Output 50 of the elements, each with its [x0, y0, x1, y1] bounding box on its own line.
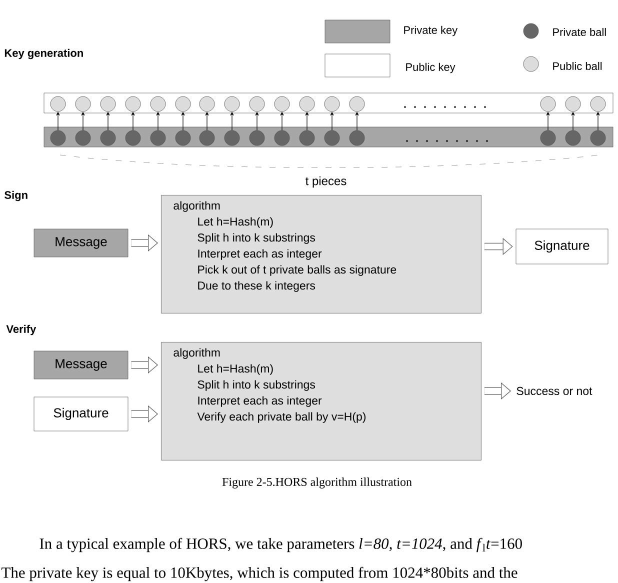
section-heading: Sign	[4, 190, 28, 202]
ball	[100, 130, 116, 146]
ball	[249, 130, 265, 146]
legend-text: Public ball	[553, 62, 602, 70]
ball	[349, 96, 365, 112]
legend-text: Private ball	[553, 28, 606, 36]
ball	[125, 130, 141, 146]
ball	[540, 96, 556, 112]
ball	[349, 130, 365, 146]
body-text: The private key is equal to 10Kbytes, which is computed from 1024*80bits and the	[2, 566, 518, 582]
ball	[565, 96, 581, 112]
algorithm-box: algorithm Let h=Hash(m) Split h into k substrings Interpret each as integer Verify each private ball by v=H(p)	[161, 342, 482, 460]
process-box: Message	[34, 350, 128, 380]
ball	[125, 96, 141, 112]
ball	[175, 96, 191, 112]
ball	[540, 130, 556, 146]
algorithm-box: algorithm Let h=Hash(m) Split h into k substrings Interpret each as integer Pick k out of t private balls as signature Due to these k integers	[161, 195, 482, 314]
section-heading: Verify	[6, 324, 36, 336]
ball	[324, 96, 340, 112]
ball	[565, 130, 581, 146]
body-text: In a typical example of HORS, we take parameters l=80, t=1024, and f$_{l}$t=160	[40, 538, 522, 552]
ball	[199, 96, 215, 112]
ball	[224, 96, 240, 112]
ball	[249, 96, 265, 112]
ball	[175, 130, 191, 146]
bracket-label: t pieces	[306, 176, 346, 188]
ball	[150, 130, 166, 146]
ball	[224, 130, 240, 146]
ball	[299, 96, 315, 112]
ball	[75, 130, 91, 146]
section-heading: Key generation	[4, 48, 83, 60]
ball	[100, 96, 116, 112]
result-text: Success or not	[516, 386, 592, 396]
legend-text: Private key	[404, 26, 458, 36]
ball	[274, 130, 290, 146]
process-box: Signature	[34, 396, 128, 432]
ball	[50, 96, 66, 112]
process-box: Message	[34, 228, 128, 258]
ball	[590, 130, 606, 146]
ball	[324, 130, 340, 146]
ball	[274, 96, 290, 112]
ball	[590, 96, 606, 112]
ball	[199, 130, 215, 146]
process-box: Signature	[516, 228, 608, 264]
legend-text: Public key	[406, 62, 456, 74]
ball	[150, 96, 166, 112]
ball	[50, 130, 66, 146]
ball	[299, 130, 315, 146]
ball	[75, 96, 91, 112]
figure-caption: Figure 2-5.HORS algorithm illustration	[222, 478, 412, 488]
